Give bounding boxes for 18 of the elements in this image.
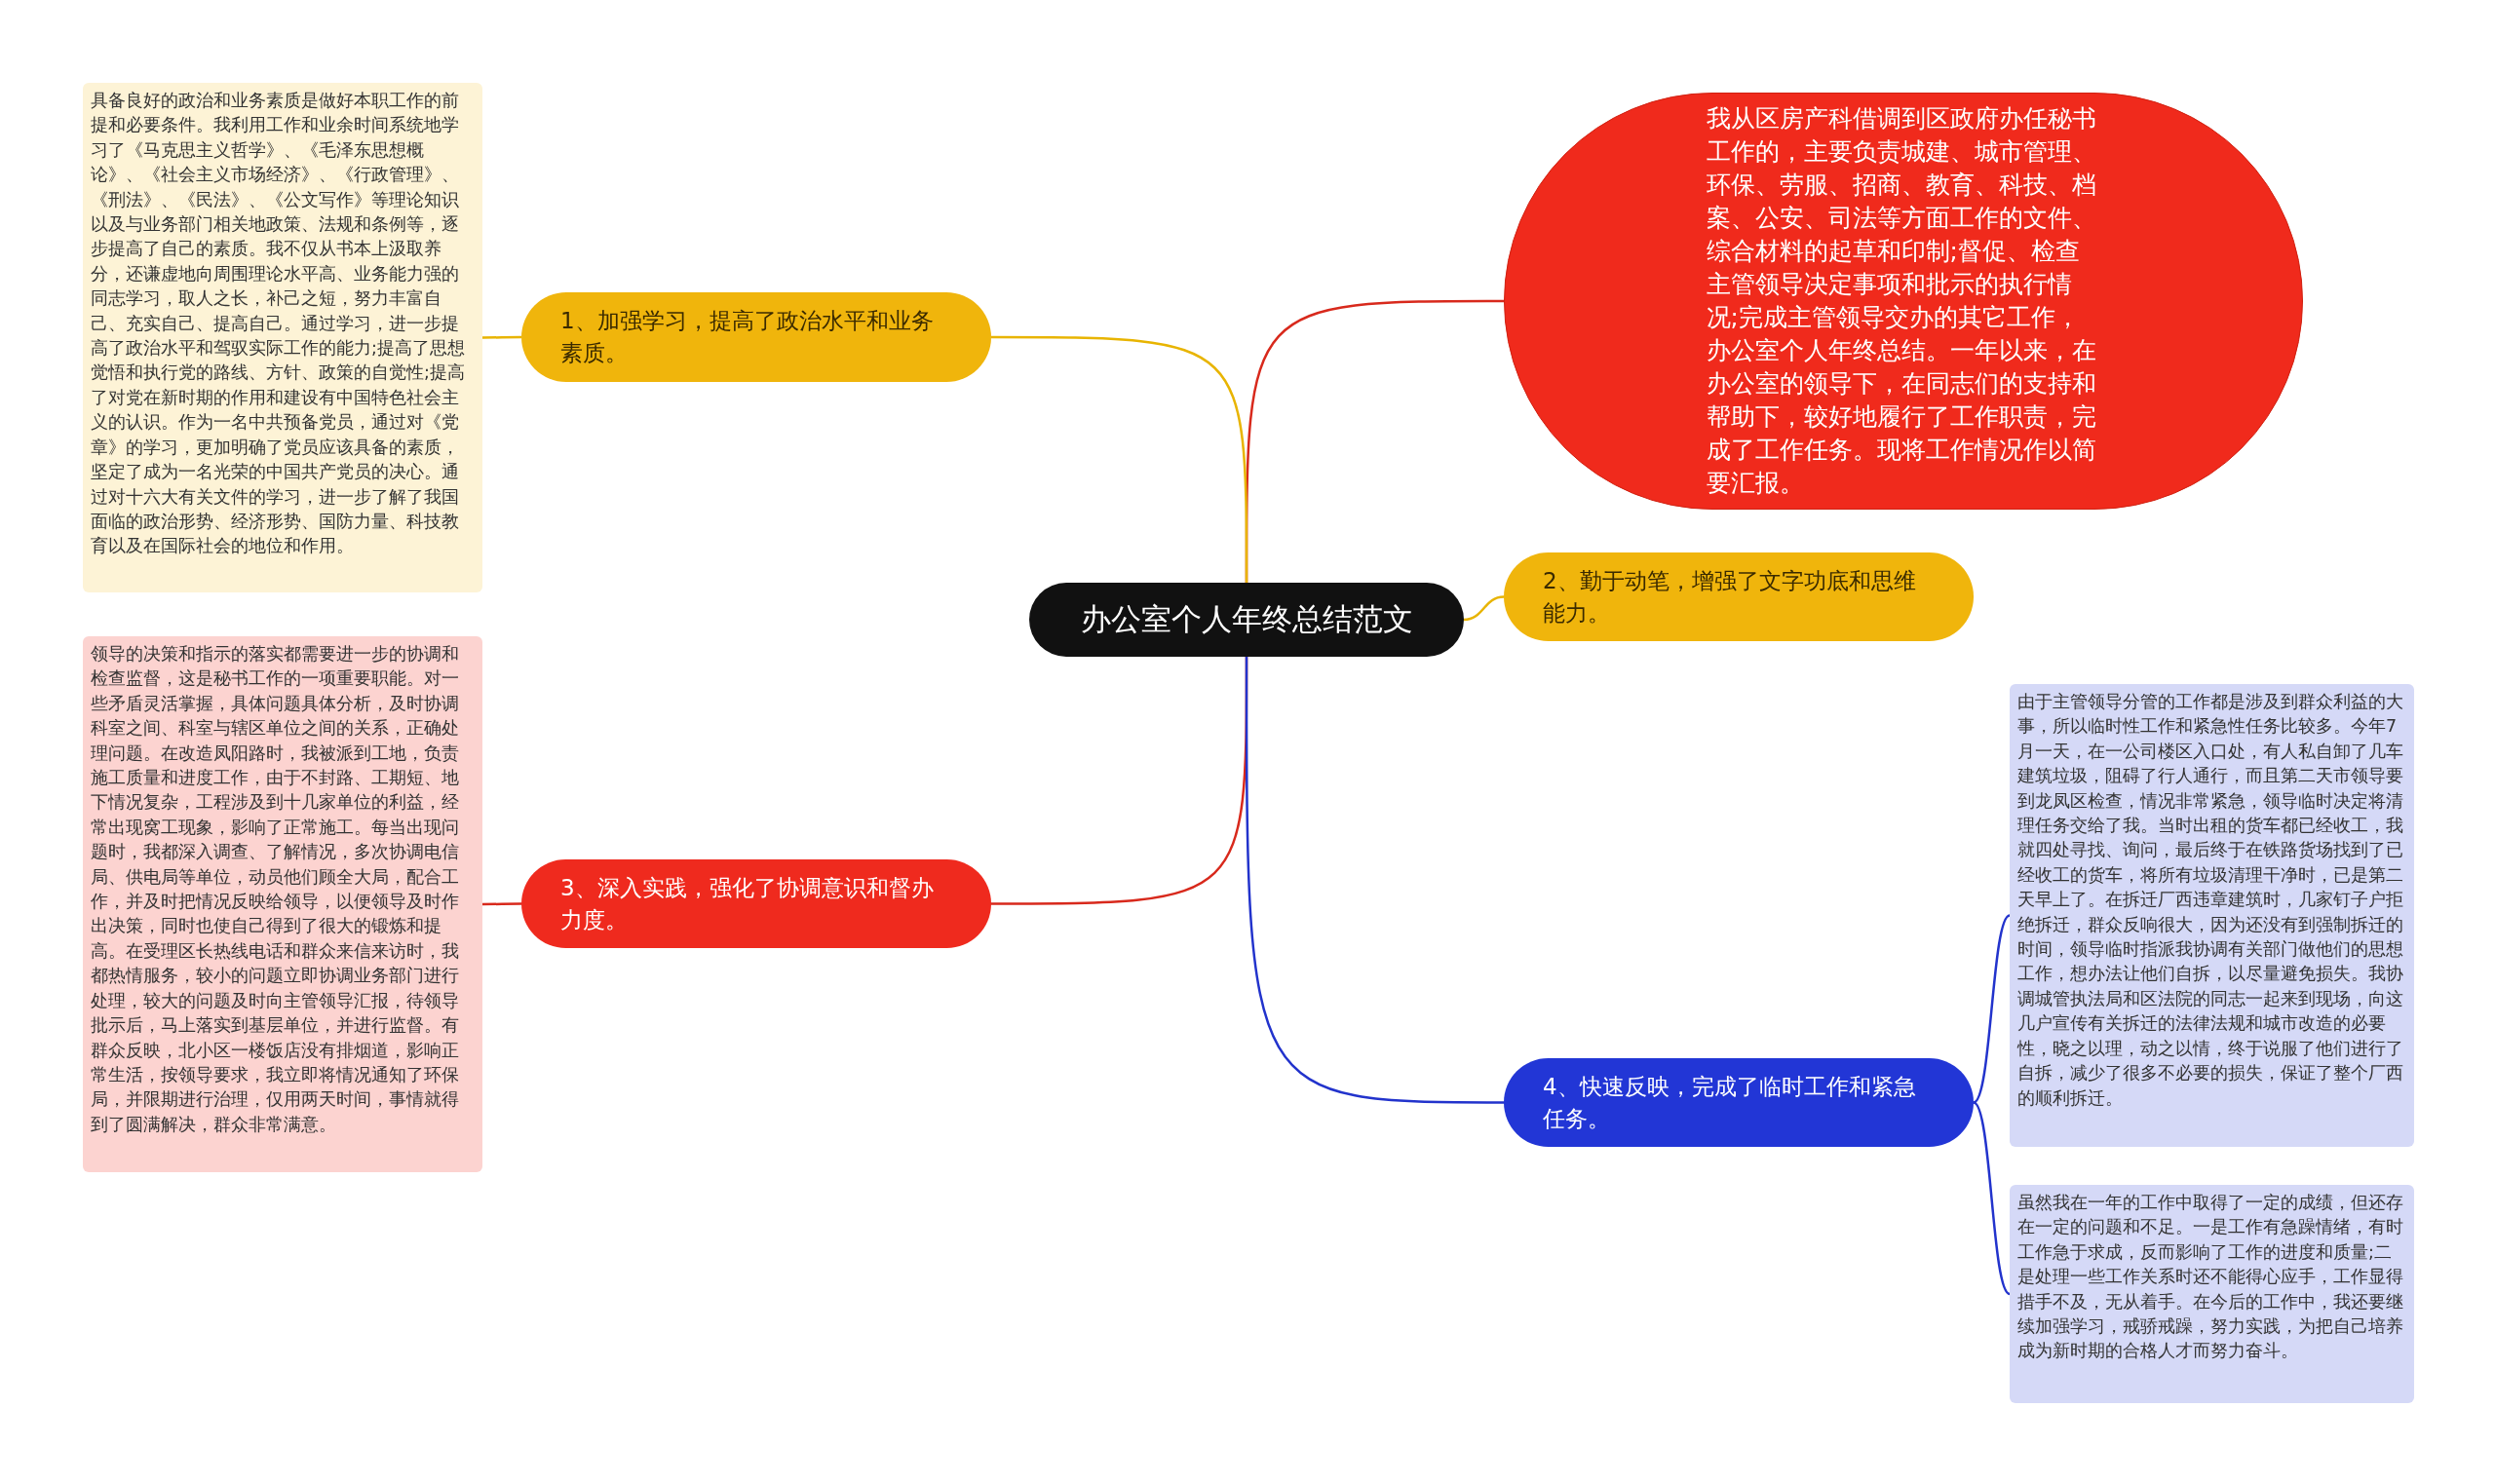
- connector: [482, 335, 521, 339]
- paragraph: 具备良好的政治和业务素质是做好本职工作的前提和必要条件。我利用工作和业余时间系统地学习了《马克思主义哲学》、《毛泽东思想概论》、《社会主义市场经济》、《行政管理》、《刑法》、《民法》、《公文写作》等理论知识以及与业务部门相关地政策、法规和条例等，逐步提高了自己的素质。我不仅从书本上汲取养分，还谦虚地向周围理论水平高、业务能力强的同志学习，取人之长，补己之短，努力丰富自己、充实自己、提高自己。通过学习，进一步提高了政治水平和驾驭实际工作的能力;提高了思想觉悟和执行党的路线、方针、政策的自觉性;提高了对党在新时期的作用和建设有中国特色社会主义的认识。作为一名中共预备党员，通过对《党章》的学习，更加明确了党员应该具备的素质，坚定了成为一名光荣的中国共产党员的决心。通过对十六大有关文件的学习，进一步了解了我国面临的政治形势、经济形势、国防力量、科技教育以及在国际社会的地位和作用。: [91, 90, 466, 558]
- topic-text: 2、勤于动笔，增强了文字功底和思维能力。: [1543, 566, 1917, 628]
- connector: [1973, 914, 2011, 1104]
- topic-text: 1、加强学习，提高了政治水平和业务素质。: [560, 307, 935, 367]
- paragraph: 由于主管领导分管的工作都是涉及到群众利益的大事，所以临时性工作和紧急性任务比较多。今年7月一天，在一公司楼区入口处，有人私自卸了几车建筑垃圾，阻碍了行人通行，而且第二天市领导要到龙凤区检查，情况非常紧急，领导临时决定将清理任务交给了我。当时出租的货车都已经收工，我就四处寻找、询问，最后终于在铁路货场找到了已经收工的货车，将所有垃圾清理干净时，已是第二天早上了。在拆迁厂西违章建筑时，几家钉子户拒绝拆迁，群众反响很大，因为还没有到强制拆迁的时间，领导临时指派我协调有关部门做他们的思想工作，想办法让他们自拆，以尽量避免损失。我协调城管执法局和区法院的同志一起来到现场，向这几户宣传有关拆迁的法律法规和城市改造的必要性，晓之以理，动之以情，终于说服了他们进行了自拆，减少了很多不必要的损失，保证了整个厂西的顺利拆迁。: [2017, 691, 2404, 1110]
- connector: [1463, 595, 1505, 622]
- connector: [991, 335, 1248, 583]
- connector: [1245, 657, 1504, 1104]
- connector: [482, 902, 521, 906]
- topic-text: 我从区房产科借调到区政府办任秘书工作的，主要负责城建、城市管理、环保、劳服、招商、教育、科技、档案、公安、司法等方面工作的文件、综合材料的起草和印制;督促、检查主管领导决定事项和批示的执行情况;完成主管领导交办的其它工作，办公室个人年终总结。一年以来，在办公室的领导下，在同志们的支持和帮助下，较好地履行了工作职责，完成了工作任务。现将工作情况作以简要汇报。: [1706, 103, 2097, 499]
- connector: [1973, 1101, 2011, 1295]
- paragraph: 虽然我在一年的工作中取得了一定的成绩，但还存在一定的问题和不足。一是工作有急躁情绪，有时工作急于求成，反而影响了工作的进度和质量;二是处理一些工作关系时还不能得心应手，工作显得措手不及，无从着手。在今后的工作中，我还要继续加强学习，戒骄戒躁，努力实践，为把自己培养成为新时期的合格人才而努力奋斗。: [2017, 1192, 2404, 1363]
- topic-text: 4、快速反映，完成了临时工作和紧急任务。: [1543, 1072, 1917, 1133]
- paragraph: 领导的决策和指示的落实都需要进一步的协调和检查监督，这是秘书工作的一项重要职能。对一些矛盾灵活掌握，具体问题具体分析，及时协调科室之间、科室与辖区单位之间的关系，正确处理问题。在改造凤阳路时，我被派到工地，负责施工质量和进度工作，由于不封路、工期短、地下情况复杂，工程涉及到十几家单位的利益，经常出现窝工现象，影响了正常施工。每当出现问题时，我都深入调查、了解情况，多次协调电信局、供电局等单位，动员他们顾全大局，配合工作，并及时把情况反映给领导，以便领导及时作出决策，同时也使自己得到了很大的锻炼和提高。在受理区长热线电话和群众来信来访时，我都热情服务，较小的问题立即协调业务部门进行处理，较大的问题及时向主管领导汇报，待领导批示后，马上落实到基层单位，并进行监督。有群众反映，北小区一楼饭店没有排烟道，影响正常生活，按领导要求，我立即将情况通知了环保局，并限期进行治理，仅用两天时间，事情就得到了圆满解决，群众非常满意。: [91, 643, 460, 1136]
- note-card: [2010, 1185, 2414, 1403]
- topic-text: 办公室个人年终总结范文: [1080, 600, 1413, 638]
- topic-text: 3、深入实践，强化了协调意识和督办力度。: [560, 873, 935, 934]
